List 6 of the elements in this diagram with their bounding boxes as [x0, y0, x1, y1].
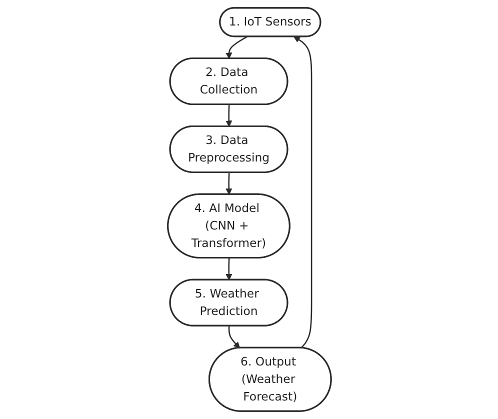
arrow [293, 36, 312, 348]
arrow [225, 104, 232, 127]
arrow [228, 326, 240, 348]
arrow [225, 172, 232, 195]
arrow [225, 258, 232, 280]
arrow [225, 36, 247, 59]
